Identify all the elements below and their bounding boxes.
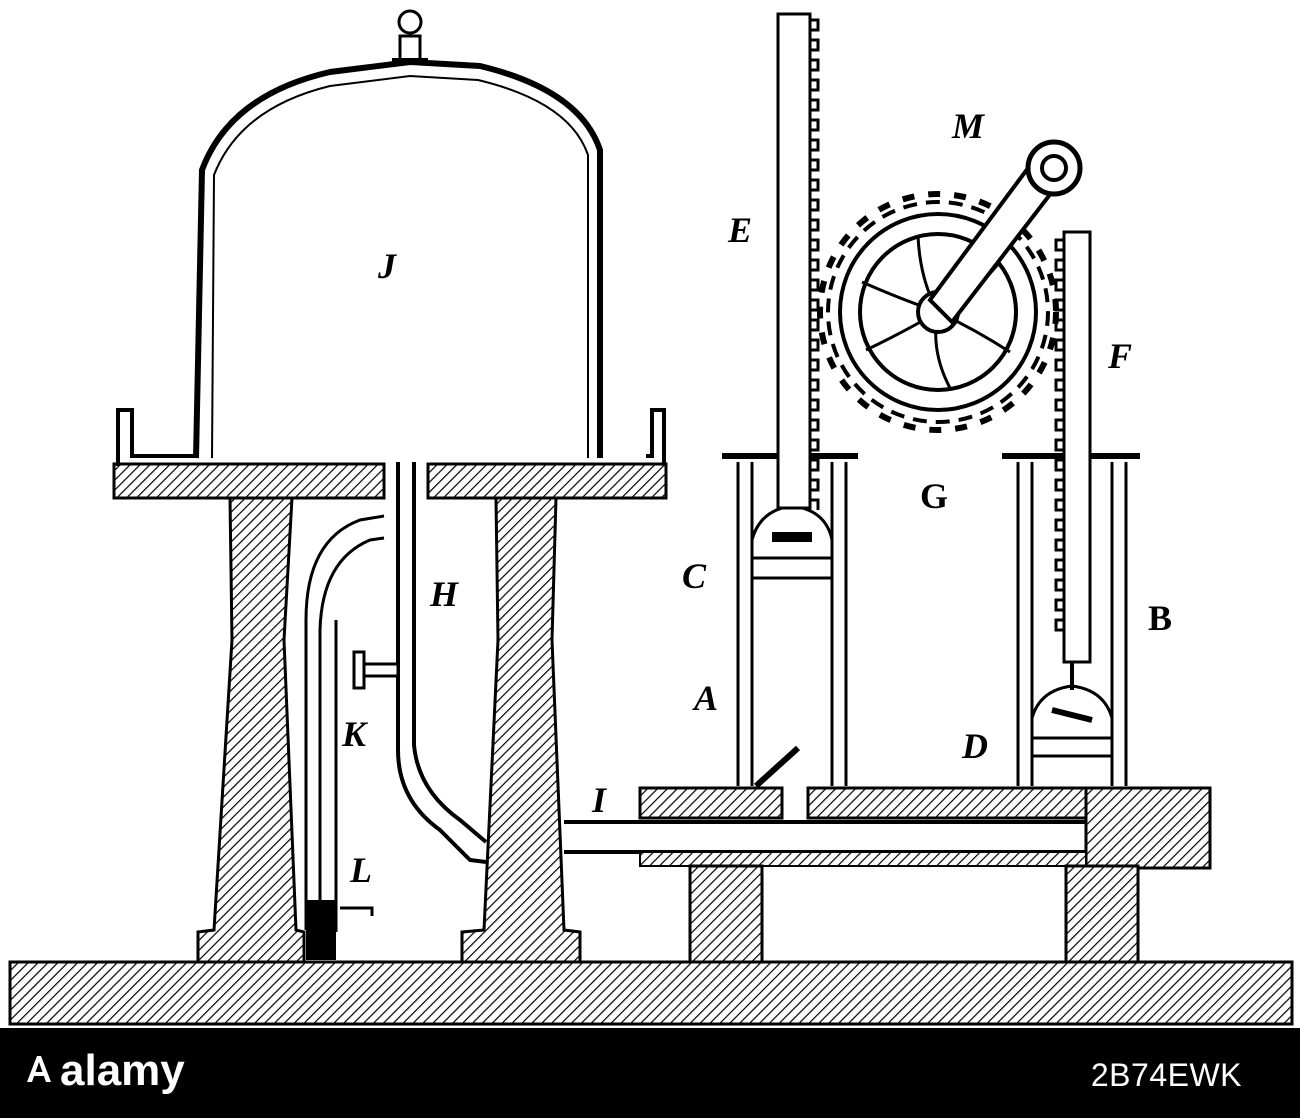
stock-image-id: 2B74EWK [1090,1057,1242,1093]
exhaust-tube-H [396,462,487,864]
label-G: G [920,476,949,516]
right-pillar [460,496,582,964]
platform-rim [116,408,196,466]
piston-right [1030,684,1114,758]
bench-leg-right [1064,864,1140,964]
left-pillar [196,496,306,964]
engraving-illustration: J M E F G C H B A K D I L [8,9,1294,1026]
rack-E [776,12,820,510]
pump-bench-block [1084,786,1212,870]
receiver-platform-right [426,462,668,500]
watermark-footer: alamy 2B74EWK [0,1028,1300,1118]
bench-leg-left [688,864,764,964]
label-I: I [592,780,607,820]
label-E: E [728,210,753,250]
gauge-tube [304,514,385,930]
label-D: D [962,726,988,766]
brand-logo: alamy [24,1046,185,1096]
brand-name: alamy [60,1046,185,1095]
label-C: C [682,556,707,596]
bell-jar-knob [397,9,423,35]
label-J: J [378,246,396,286]
label-K: K [342,714,367,754]
crank-handle [927,139,1083,326]
label-B: B [1148,598,1173,638]
gauge-tap-L [340,906,374,916]
channel-I [564,820,1086,854]
label-F: F [1108,336,1133,376]
brand-mark-icon [27,1056,51,1082]
rack-F [1054,230,1092,690]
valve-lever [753,745,801,789]
bell-jar [193,58,603,459]
base-plate [8,960,1294,1026]
pump-bench-top [638,786,784,820]
label-L: L [350,850,372,890]
label-H: H [430,574,459,614]
receiver-platform-left [112,462,386,500]
label-A: A [694,678,719,718]
label-M: M [952,106,985,146]
